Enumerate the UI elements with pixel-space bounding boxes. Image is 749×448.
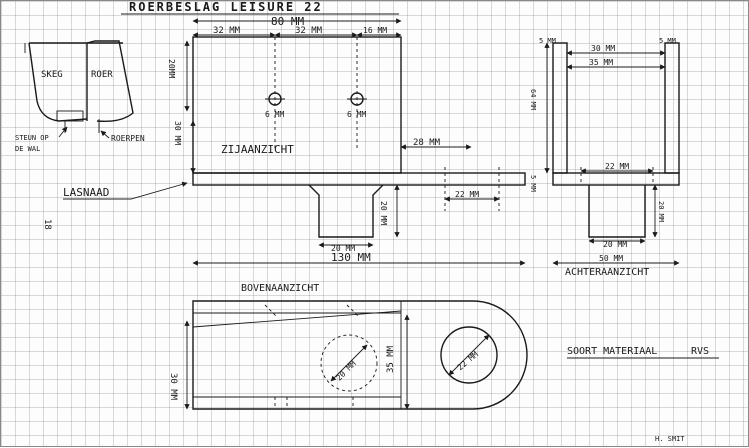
shoe-bracket <box>56 110 84 122</box>
rear-outer-width-label: 35 MM <box>589 58 613 67</box>
left-offset-label: 32 MM <box>213 26 241 36</box>
steun-label-1: STEUN OP <box>15 134 49 142</box>
side-view-title: ZIJAANZICHT <box>221 143 294 156</box>
foot-tube <box>308 184 384 238</box>
steun-label-2: DE WAL <box>15 145 40 153</box>
rear-upright-left <box>552 42 568 174</box>
rear-inner-width-label: 30 MM <box>591 44 615 53</box>
tab-hole-label: 22 MM <box>455 190 479 199</box>
skeg-outline <box>28 42 88 122</box>
overall-length-label: 130 MM <box>331 251 371 264</box>
rear-right-thickness: 5 MM <box>659 37 676 45</box>
material-label: SOORT MATERIAAL <box>567 346 657 357</box>
top-hole-small-label: 20 MM <box>334 359 358 383</box>
tab-length-label: 28 MM <box>413 138 441 148</box>
hole-right-label: 6 MM <box>347 110 366 119</box>
side-view: 80 MM 32 MM 32 MM 16 MM 6 MM 6 MM 30 MM … <box>63 15 526 266</box>
page-number: 18 <box>42 219 52 230</box>
lasnaad-leader <box>63 181 188 200</box>
rear-tube-height-label: 20 MM <box>657 201 665 222</box>
rear-inner-tube-label: 22 MM <box>605 162 629 171</box>
rear-tube-width-label: 20 MM <box>603 240 627 249</box>
skeg-sketch: SKEG ROER 20MM STEUN OP DE WAL ROERPEN <box>15 40 190 153</box>
roerpen-leader <box>100 130 110 139</box>
hole-left-label: 6 MM <box>265 110 284 119</box>
rudder-outline <box>86 40 134 123</box>
foot-height-label: 20 MM <box>379 201 388 225</box>
right-offset-label: 16 MM <box>363 26 387 35</box>
top-taper-line <box>192 310 402 328</box>
top-hole-small-dim <box>330 344 368 382</box>
top-hole-large-dim <box>448 334 490 376</box>
top-width-outer-label: 35 MM <box>386 345 396 373</box>
top-hole-large <box>440 326 498 384</box>
rear-plate-thickness-label: 5 MM <box>529 175 537 192</box>
top-hole-large-label: 22 MM <box>456 350 480 372</box>
rear-upright-height-label: 64 MM <box>529 89 537 110</box>
roerpen-label: ROERPEN <box>111 134 145 143</box>
rear-view: 5 MM 5 MM 30 MM 35 MM 64 MM 5 MM 22 MM 2… <box>529 37 680 278</box>
rear-left-thickness: 5 MM <box>539 37 556 45</box>
total-width-label: 80 MM <box>271 15 304 28</box>
top-width-inner-label: 30 MM <box>168 373 178 401</box>
base-flange <box>192 172 526 186</box>
roer-label: ROER <box>91 70 113 80</box>
rear-view-title: ACHTERAANZICHT <box>565 267 649 278</box>
plate-height-label: 30 MM <box>173 121 182 145</box>
top-hidden-1 <box>264 304 278 318</box>
top-hidden-2 <box>346 304 360 318</box>
hole-spacing-label: 32 MM <box>295 26 323 36</box>
foot-width-label: 20 MM <box>331 244 355 253</box>
rear-upright-right <box>664 42 680 174</box>
steun-leader <box>58 126 68 138</box>
rear-tube <box>588 185 646 238</box>
top-view: BOVENAANZICHT 20 MM 22 MM 30 MM 35 MM <box>168 283 528 410</box>
top-view-title: BOVENAANZICHT <box>241 283 319 294</box>
rear-base-plate <box>552 172 680 186</box>
top-hole-small <box>320 334 378 392</box>
lasnaad-label: LASNAAD <box>63 186 109 199</box>
material-value: RVS <box>691 346 709 357</box>
sketch-height-label: 20MM <box>167 59 176 78</box>
rear-base-width-label: 50 MM <box>599 254 623 263</box>
top-outline <box>192 300 528 410</box>
skeg-label: SKEG <box>41 70 63 80</box>
drawing-title: ROERBESLAG LEISURE 22 <box>129 1 323 14</box>
author-signature: H. SMIT <box>655 435 685 443</box>
